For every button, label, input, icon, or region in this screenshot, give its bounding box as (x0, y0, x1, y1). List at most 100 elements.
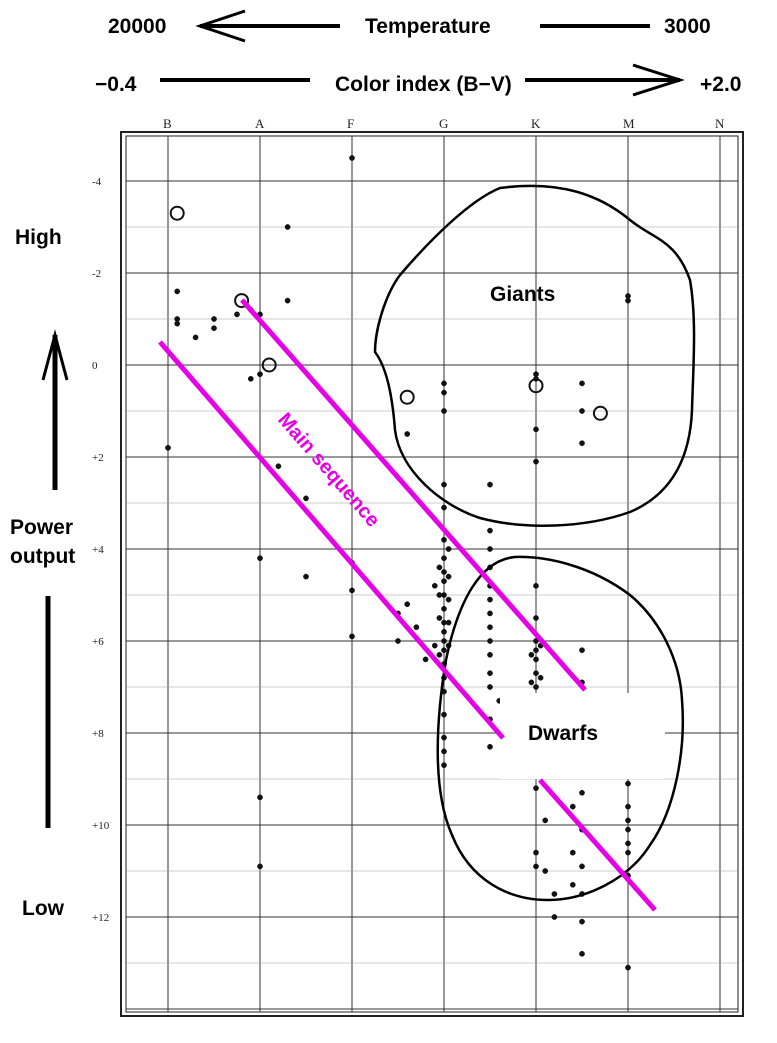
y-tick-label: +10 (92, 820, 110, 832)
star-point (579, 647, 585, 654)
star-point (487, 527, 493, 534)
star-point-large (261, 357, 277, 373)
star-point (303, 573, 309, 580)
star-point-large (169, 205, 185, 221)
star-point (436, 615, 443, 621)
star-point (441, 762, 447, 769)
luminosity-arrow (41, 329, 69, 828)
star-point (441, 408, 447, 414)
star-point (487, 684, 493, 690)
star-point (404, 601, 411, 608)
star-point (284, 224, 291, 230)
star-point (211, 325, 217, 332)
star-point (625, 803, 631, 810)
star-point (487, 743, 493, 750)
star-point (441, 605, 447, 612)
star-point (569, 881, 576, 888)
star-point (441, 628, 447, 635)
y-tick-label: 0 (92, 360, 98, 372)
star-point (441, 536, 447, 543)
x-tick-label: B (163, 116, 172, 131)
star-point (533, 670, 539, 677)
color-index-label: Color index (B−V) (335, 73, 512, 96)
star-point (579, 380, 585, 387)
temperature-label: Temperature (365, 15, 491, 38)
star-point (247, 375, 254, 382)
star-point (275, 463, 282, 470)
y-tick-label: +12 (92, 912, 109, 924)
star-point (533, 785, 539, 792)
x-tick-label: F (347, 116, 354, 131)
star-point (537, 674, 544, 681)
star-point (528, 651, 535, 658)
star-point (533, 863, 539, 870)
star-point-large (399, 389, 415, 405)
star-point (303, 495, 309, 502)
power-output-label-line1: Power (10, 516, 74, 539)
star-point (528, 679, 535, 686)
star-point (441, 748, 447, 755)
star-point (533, 656, 539, 663)
star-point (542, 868, 549, 874)
star-point (625, 964, 631, 971)
star-point (257, 371, 263, 378)
power-output-label-line2: output (10, 545, 76, 568)
star-point (431, 642, 438, 649)
dwarfs-label: Dwarfs (528, 722, 598, 745)
luminosity-high-label: High (15, 226, 62, 249)
star-point (441, 734, 447, 741)
star-point (441, 555, 447, 562)
star-point (422, 656, 429, 663)
temperature-right-value: 3000 (664, 15, 711, 38)
y-tick-label: +6 (92, 636, 104, 648)
star-point (257, 863, 263, 870)
star-point (349, 633, 355, 640)
color-index-right-value: +2.0 (700, 73, 742, 96)
star-point (431, 582, 438, 589)
x-tick-label: A (255, 116, 265, 131)
star-point (257, 555, 263, 562)
star-point (395, 638, 401, 644)
star-point (533, 849, 539, 856)
star-point (579, 950, 585, 957)
star-point (625, 849, 631, 856)
star-point (192, 334, 199, 341)
star-point (211, 316, 217, 322)
x-tick-label: G (439, 116, 448, 131)
star-point (533, 458, 539, 465)
star-point (551, 891, 558, 897)
color-index-arrow (160, 63, 685, 97)
star-point (533, 615, 539, 621)
star-point (625, 780, 631, 787)
star-point (441, 711, 447, 718)
star-point (487, 610, 493, 617)
star-point (551, 914, 558, 920)
star-point (257, 794, 263, 801)
star-point (441, 578, 447, 585)
star-point (569, 803, 576, 810)
star-point (569, 849, 576, 856)
x-tick-label: N (715, 116, 725, 131)
star-point (579, 440, 585, 447)
star-point (487, 624, 493, 631)
star-point (533, 684, 539, 690)
main-sequence-label: Main sequence (273, 409, 384, 532)
star-point (487, 651, 493, 658)
star-point (284, 297, 291, 304)
star-point (349, 587, 355, 594)
star-point (413, 624, 420, 631)
star-point (579, 863, 585, 870)
star-point (579, 789, 585, 796)
y-tick-label: +4 (92, 544, 104, 556)
star-point (533, 647, 539, 654)
star-point (441, 481, 447, 488)
star-point (487, 481, 493, 488)
y-tick-label: -2 (92, 268, 101, 280)
star-point (487, 546, 493, 552)
x-tick-label: K (531, 116, 541, 131)
star-point (174, 288, 181, 295)
star-point-large (234, 293, 250, 309)
main-sequence-band (158, 298, 657, 912)
giants-label: Giants (490, 283, 555, 306)
